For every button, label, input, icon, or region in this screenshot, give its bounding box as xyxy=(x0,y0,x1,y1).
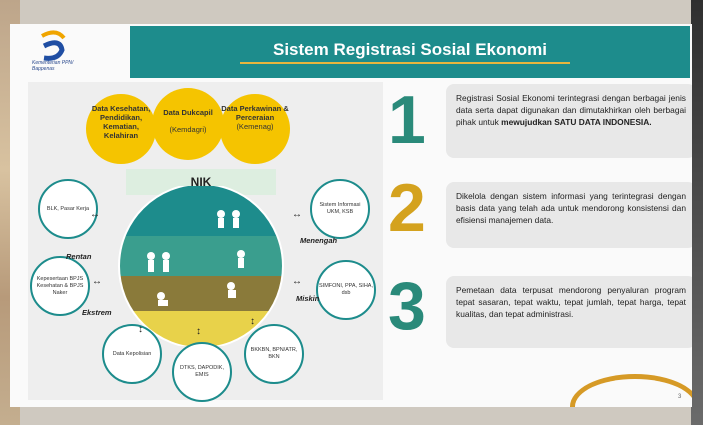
satellite-dtks: DTKS, DAPODIK, EMIS xyxy=(172,342,232,402)
circle-label: Data Dukcapil xyxy=(163,108,213,117)
label-rentan: Rentan xyxy=(66,252,92,261)
label-ekstrem: Ekstrem xyxy=(82,308,112,317)
slide: Kementerian PPN/Bappenas Sistem Registra… xyxy=(10,24,692,407)
arrow-icon: ↔ xyxy=(90,209,100,220)
logo-text: Kementerian PPN/Bappenas xyxy=(32,60,74,72)
satellite-bpjs: Kepesertaan BPJS Kesehatan & BPJS Naker xyxy=(30,256,90,316)
point-box-3: Pemetaan data terpusat mendorong penyalu… xyxy=(446,276,692,348)
background-right-edge xyxy=(691,0,703,425)
point-bold-text: mewujudkan SATU DATA INDONESIA. xyxy=(501,117,652,127)
page-number: 3 xyxy=(678,394,682,400)
arrow-icon: ↔ xyxy=(92,276,102,287)
logo: Kementerian PPN/Bappenas xyxy=(20,24,130,76)
title-underline xyxy=(240,62,570,64)
arrow-icon: ↔ xyxy=(292,276,302,287)
page-title: Sistem Registrasi Sosial Ekonomi xyxy=(273,40,547,59)
arrow-icon: ↕ xyxy=(250,316,255,327)
label-miskin: Miskin xyxy=(296,294,320,303)
point-text: Registrasi Sosial Ekonomi terintegrasi d… xyxy=(456,93,686,127)
point-box-1: Registrasi Sosial Ekonomi terintegrasi d… xyxy=(446,84,692,158)
title-bar xyxy=(130,26,690,78)
satellite-simfoni: SIMFONI, PPA, SIHA, dsb xyxy=(316,260,376,320)
label-menengah: Menengah xyxy=(300,236,338,245)
bappenas-logo-icon xyxy=(41,30,66,61)
circle-label: Data Kesehatan, Pendidikan, Kematian, Ke… xyxy=(91,104,151,140)
circle-sublabel: (Kemenag) xyxy=(236,122,274,131)
decorative-arc xyxy=(570,374,692,407)
satellite-sistem-informasi: Sistem Informasi UKM, KSB xyxy=(310,179,370,239)
number-3: 3 xyxy=(388,268,426,344)
circle-data-dukcapil: Data Dukcapil (Kemdagri) xyxy=(152,88,224,160)
number-1: 1 xyxy=(388,82,426,158)
satellite-blk: BLK, Pasar Kerja xyxy=(38,179,98,239)
point-text: Dikelola dengan sistem informasi yang te… xyxy=(456,191,686,225)
circle-data-perkawinan: Data Perkawinan & Perceraian (Kemenag) xyxy=(220,94,290,164)
circle-label: Data Perkawinan & Perceraian xyxy=(221,104,289,122)
arrow-icon: ↕ xyxy=(138,324,143,335)
arrow-icon: ↔ xyxy=(292,209,302,220)
population-globe xyxy=(118,186,284,346)
circle-sublabel: (Kemdagri) xyxy=(169,125,207,134)
circle-data-kesehatan: Data Kesehatan, Pendidikan, Kematian, Ke… xyxy=(86,94,156,164)
point-box-2: Dikelola dengan sistem informasi yang te… xyxy=(446,182,692,248)
satellite-bkkbn: BKKBN, BPN/ATR, BKN xyxy=(244,324,304,384)
satellite-kepolisian: Data Kepolisian xyxy=(102,324,162,384)
point-text: Pemetaan data terpusat mendorong penyalu… xyxy=(456,285,686,319)
arrow-icon: ↕ xyxy=(196,326,201,337)
number-2: 2 xyxy=(388,170,426,246)
